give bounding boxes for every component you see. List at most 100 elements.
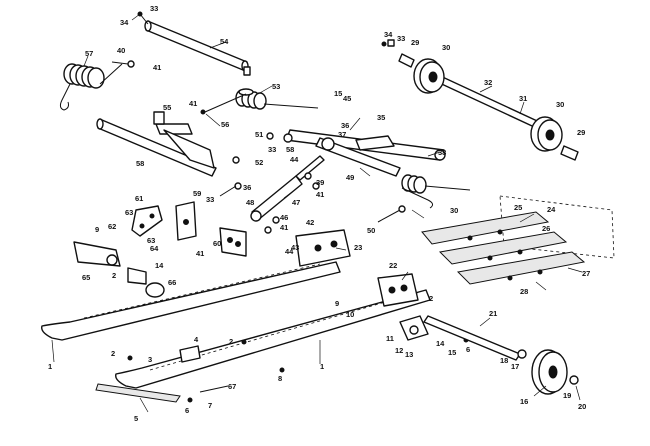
callout: 64 [150,244,159,253]
callout: 55 [163,103,171,112]
rear-arm-35 [285,129,446,177]
callout: 47 [292,198,300,207]
callout: 36 [341,121,349,130]
callout: 40 [117,46,125,55]
callout: 50 [367,226,375,235]
upper-shaft-54 [144,20,251,76]
callout: 39 [316,178,324,187]
leader-lines [51,13,583,413]
callout: 45 [343,94,351,103]
callout: 41 [189,99,197,108]
callout: 23 [354,243,362,252]
callout: 3 [148,355,152,364]
callout: 29 [411,38,419,47]
callout: 43 [291,243,299,252]
callout: 41 [316,190,324,199]
callout: 67 [228,382,236,391]
callout: 14 [155,261,164,270]
rail-screws [127,337,469,403]
front-bracket-65 [73,241,165,298]
callout: 5 [134,414,138,423]
callout: 60 [213,239,221,248]
callout: 42 [306,218,314,227]
callout: 6 [185,406,189,415]
callout: 51 [255,130,263,139]
wear-strip-5 [95,383,181,403]
callout: 13 [405,350,413,359]
callout: 31 [519,94,527,103]
callout: 53 [272,82,280,91]
callout: 33 [268,145,276,154]
callout: 21 [489,309,497,318]
callout: 30 [556,100,564,109]
idler-wheel-30-lower [530,116,563,152]
callout: 17 [511,362,519,371]
callout: 61 [135,194,143,203]
callout: 48 [246,198,254,207]
rear-axle-21 [399,315,521,361]
callout: 25 [514,203,522,212]
callout: 63 [125,208,133,217]
idler-wheel-30-upper [413,58,445,94]
rail-bracket-23 [295,229,351,267]
limiter-strap-61 [131,205,163,237]
callout: 7 [208,401,212,410]
hardware-cluster [219,132,320,234]
callout: 36 [243,183,251,192]
callout: 34 [120,18,129,27]
slide-rail-right [115,289,431,389]
callout: 11 [386,334,394,343]
callout: 44 [285,247,294,256]
callout: 57 [85,49,93,58]
callout: 2 [429,294,433,303]
callout: 65 [82,273,90,282]
callout: 20 [578,402,586,411]
callout: 12 [395,346,403,355]
callout: 58 [286,145,294,154]
callout: 59 [193,189,201,198]
front-arm-shaft-58 [96,118,217,177]
callout: 10 [346,310,354,319]
callout: 46 [280,213,288,222]
callout: 30 [442,43,450,52]
callout: 8 [278,374,282,383]
callout: 1 [320,362,324,371]
callout: 14 [436,339,445,348]
rail-bracket-22 [377,273,419,307]
callout: 56 [221,120,229,129]
callout: 38 [438,148,446,157]
callout: 41 [153,63,161,72]
callout: 58 [136,159,144,168]
callout: 33 [150,4,158,13]
bushing-55 [153,111,165,125]
callout: 1 [48,362,52,371]
rear-pivot-bolt-50 [377,205,406,223]
spacer-29 [398,53,579,161]
callout: 37 [338,130,346,139]
callout: 35 [377,113,385,122]
link-56 [200,93,247,115]
callout: 16 [520,397,528,406]
bolt-40-41 [111,60,135,68]
callout: 26 [542,224,550,233]
callout: 18 [500,356,508,365]
callout: 66 [168,278,176,287]
rear-wheel-16 [517,349,579,395]
callout: 34 [384,30,393,39]
callout: 27 [582,269,590,278]
callout: 2 [229,337,233,346]
callout: 22 [389,261,397,270]
callout: 29 [577,128,585,137]
callout: 41 [196,249,204,258]
slide-rail-left [41,261,341,341]
callout: 52 [255,158,263,167]
torsion-spring-53 [235,88,319,110]
callout: 15 [448,348,456,357]
callout: 2 [111,349,115,358]
callout: 9 [95,225,99,234]
callout: 30 [450,206,458,215]
shock-absorber-47 [250,155,325,222]
bolt-33-34-front [381,39,395,47]
callout: 41 [280,223,288,232]
